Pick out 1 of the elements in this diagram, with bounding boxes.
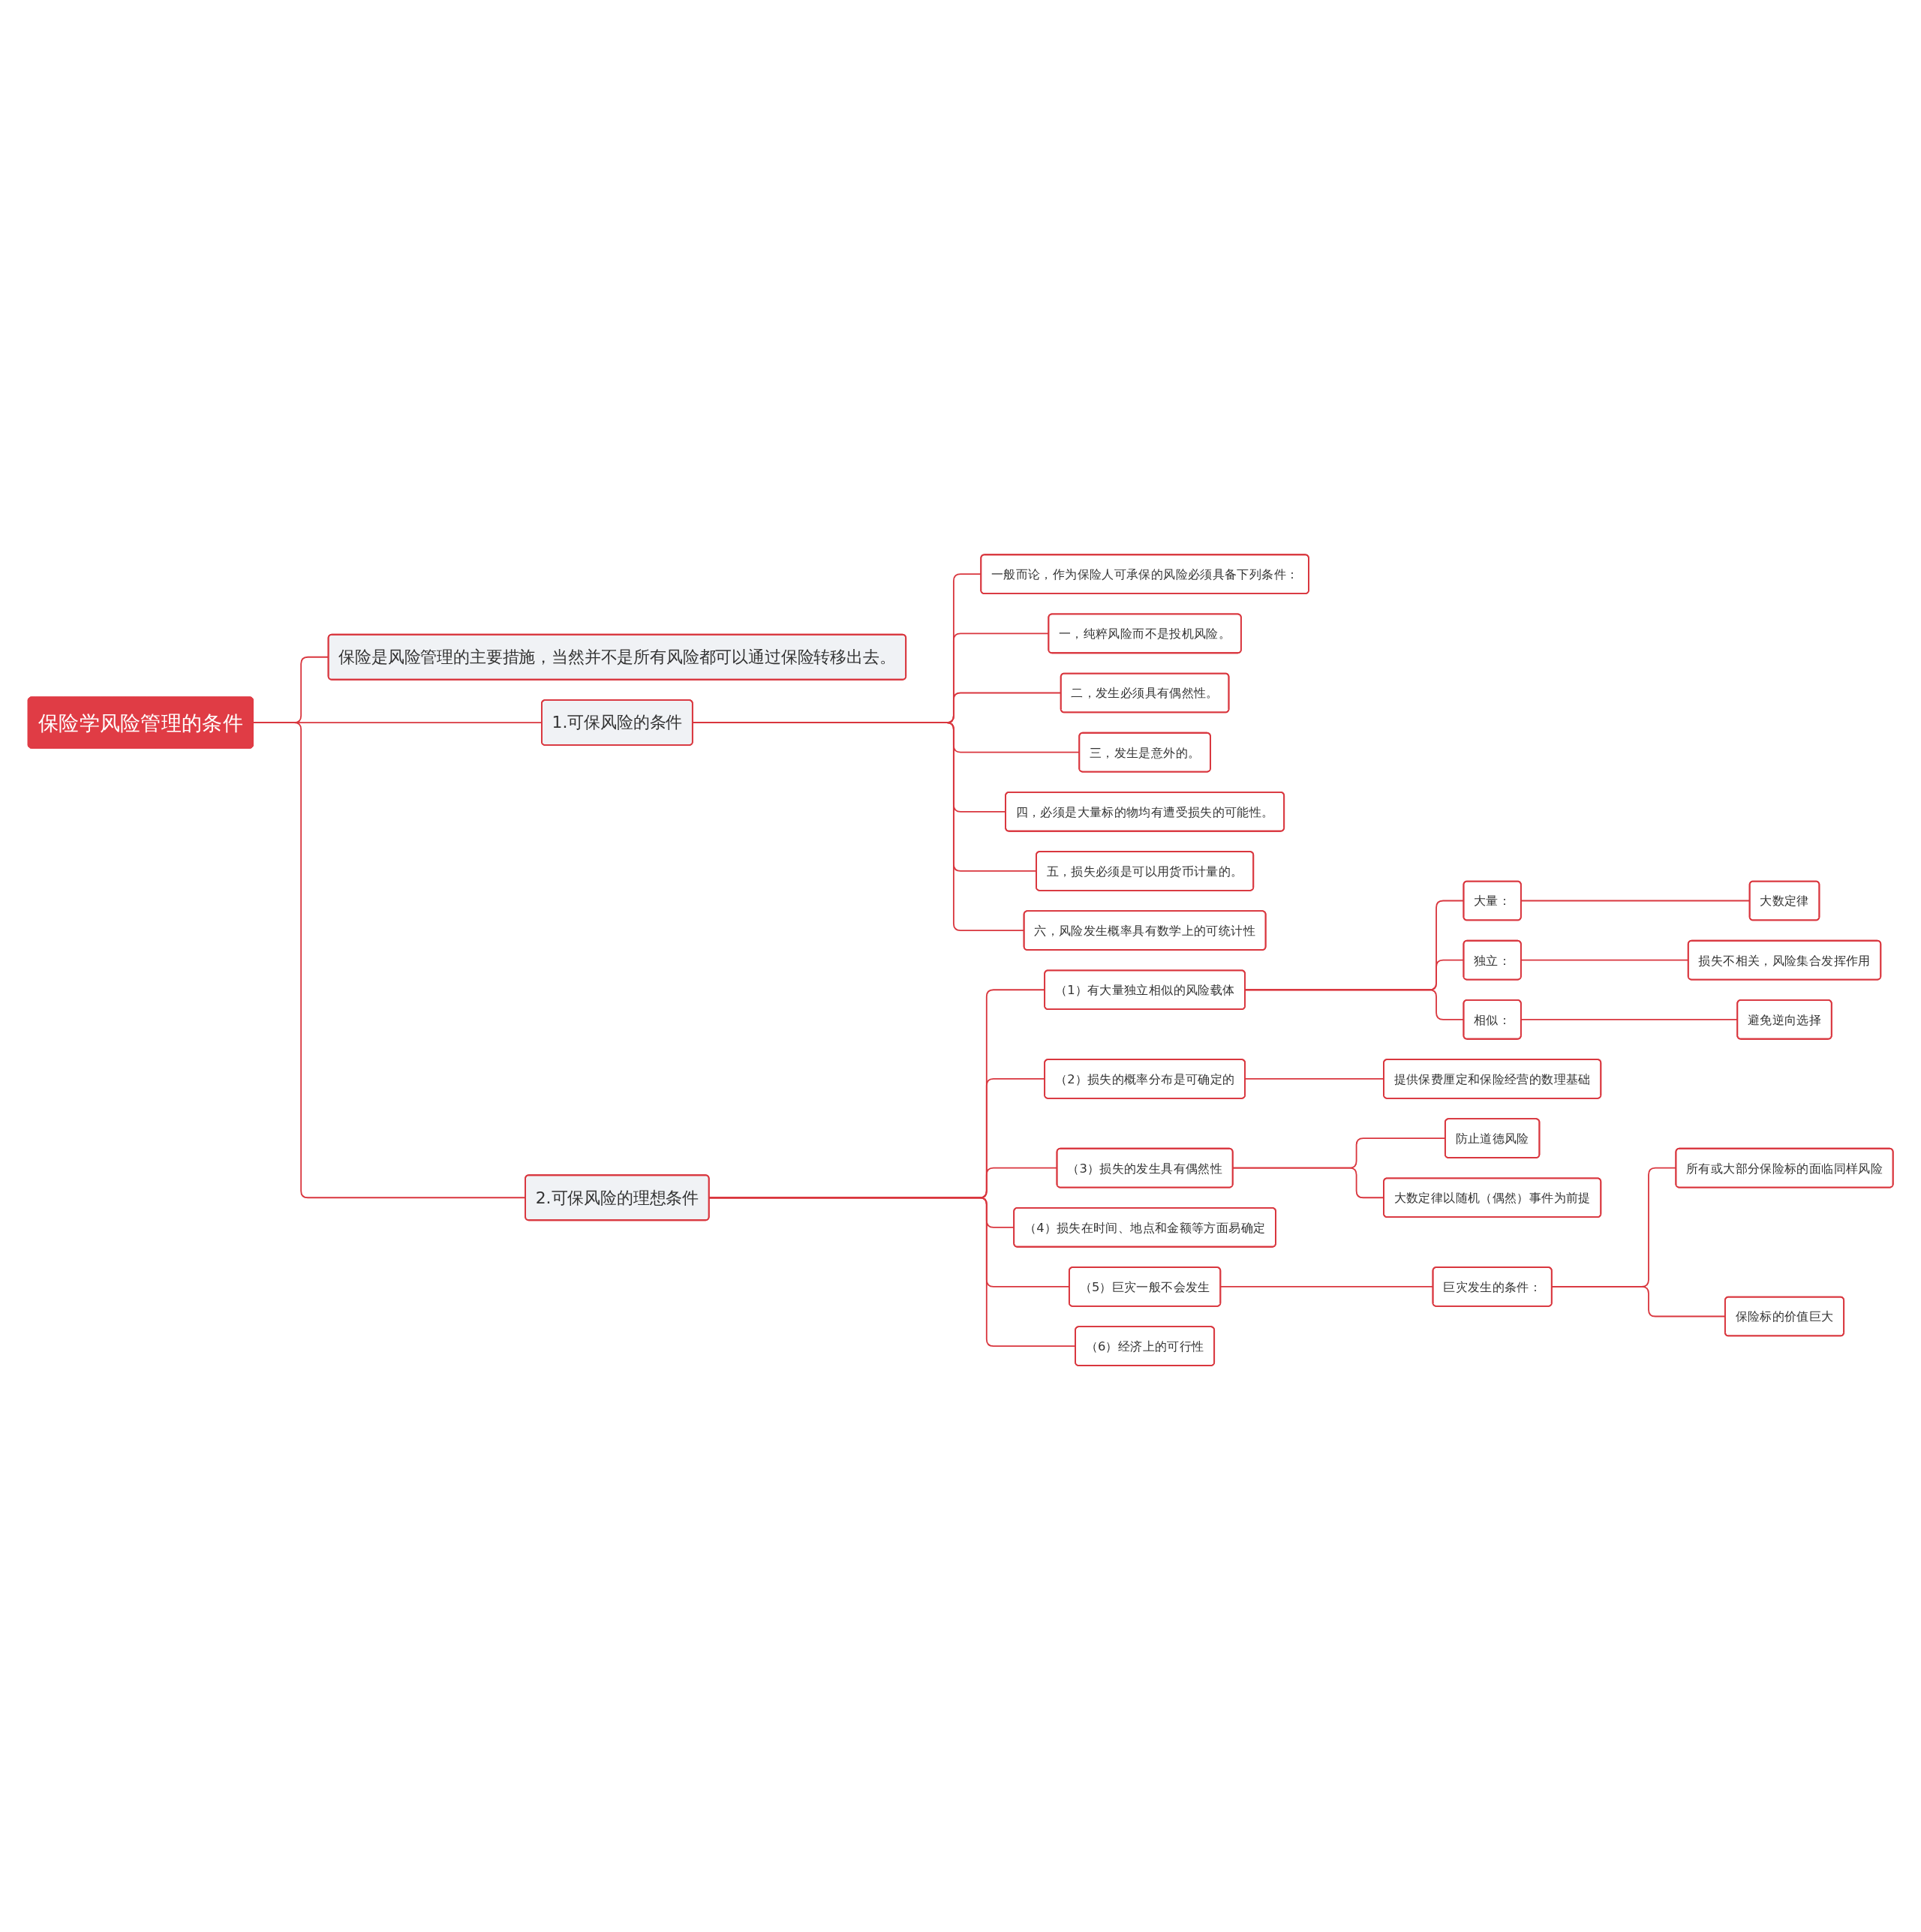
connector xyxy=(252,722,526,1199)
